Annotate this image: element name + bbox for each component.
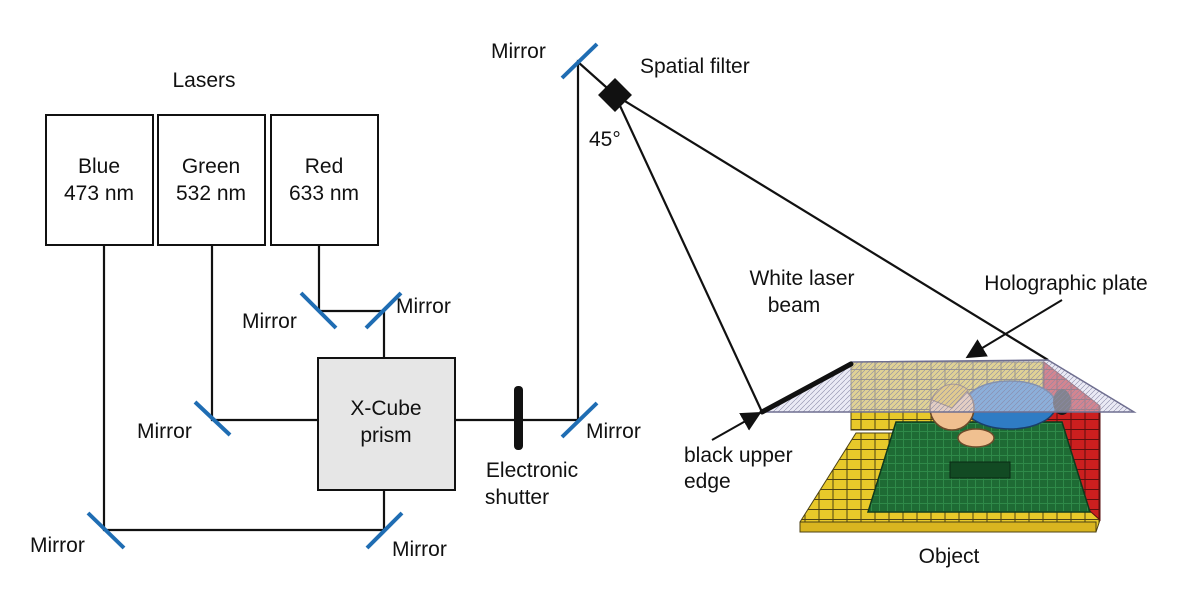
object-scene <box>759 359 1137 533</box>
mirror-label-shutter-out: Mirror <box>586 420 641 443</box>
mirror-red-1 <box>299 291 338 330</box>
mirror-top <box>560 42 599 80</box>
lasers-title: Lasers <box>172 69 235 92</box>
mirror-blue-corner <box>86 511 126 550</box>
laser-green-wavelength: 532 nm <box>176 182 246 205</box>
angle-label: 45° <box>589 128 621 151</box>
spatial-filter: Spatial filter <box>598 55 750 112</box>
mirror-bottom-right <box>365 511 404 550</box>
mirror-label-bottom-right: Mirror <box>392 538 447 561</box>
laser-blue-name: Blue <box>78 155 120 178</box>
laser-red: Red 633 nm <box>270 114 379 246</box>
scene-disc <box>957 428 995 448</box>
laser-blue-wavelength: 473 nm <box>64 182 134 205</box>
shutter-label-line2: shutter <box>485 486 549 509</box>
laser-red-name: Red <box>305 155 344 178</box>
mirror-red-2 <box>364 291 403 330</box>
red-beam <box>317 245 386 358</box>
holographic-plate-label: Holographic plate <box>984 272 1147 295</box>
white-beam-label-line2: beam <box>768 294 821 317</box>
laser-green: Green 532 nm <box>157 114 266 246</box>
beam-cone-left <box>614 94 763 413</box>
mirror-label-red-1: Mirror <box>242 310 297 333</box>
mirror-label-blue-corner: Mirror <box>30 534 85 557</box>
combined-beam <box>455 59 616 422</box>
scene-plate-black-edge <box>759 361 854 415</box>
prism-label-line1: X-Cube <box>350 397 421 420</box>
spatial-filter-label: Spatial filter <box>640 55 750 78</box>
mirror-label-green: Mirror <box>137 420 192 443</box>
object-label: Object <box>919 545 980 568</box>
scene-chip <box>949 461 1011 479</box>
shutter-label-line1: Electronic <box>486 459 578 482</box>
scene-holographic-plate <box>759 359 1137 413</box>
mirror-label-red-2: Mirror <box>396 295 451 318</box>
white-beam-label-line1: White laser <box>749 267 854 290</box>
laser-green-name: Green <box>182 155 240 178</box>
mirror-label-top: Mirror <box>491 40 546 63</box>
mirrors <box>86 42 599 550</box>
prism-label-line2: prism <box>360 424 411 447</box>
laser-red-wavelength: 633 nm <box>289 182 359 205</box>
laser-blue: Blue 473 nm <box>45 114 154 246</box>
holographic-plate-arrow <box>965 299 1063 359</box>
black-edge-label-line2: edge <box>684 470 731 493</box>
mirror-shutter-out <box>560 401 599 439</box>
scene-floor-edge <box>799 521 1097 533</box>
beam-cone-right <box>614 94 1049 361</box>
electronic-shutter: Electronic shutter <box>485 386 578 509</box>
blue-beam <box>102 245 386 532</box>
x-cube-prism: X-Cube prism <box>317 357 456 491</box>
black-edge-arrow <box>711 412 762 441</box>
mirror-green <box>193 400 232 437</box>
black-edge-label-line1: black upper <box>684 444 793 467</box>
